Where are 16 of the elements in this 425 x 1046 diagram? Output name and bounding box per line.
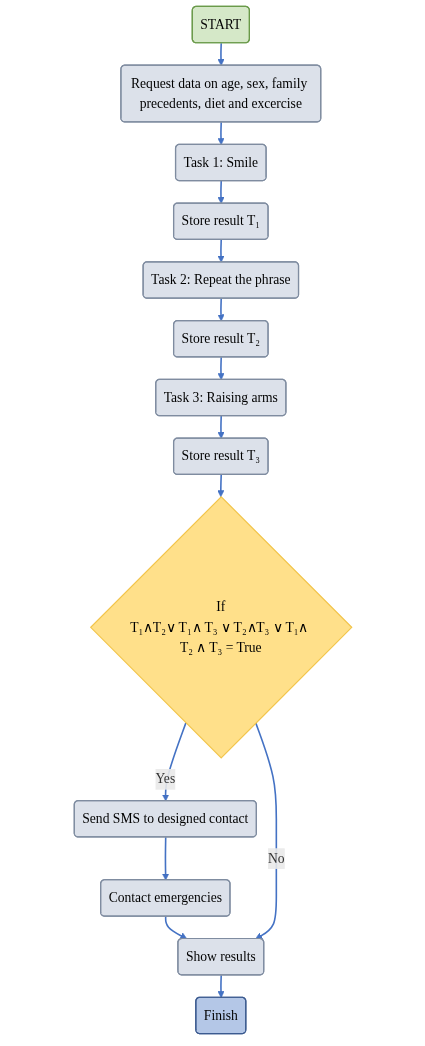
arrow xyxy=(164,915,187,940)
arrow xyxy=(161,722,187,802)
arrow xyxy=(217,297,224,322)
arrow xyxy=(254,722,277,940)
edge-label: Yes xyxy=(154,771,175,787)
arrow xyxy=(216,474,224,498)
arrow xyxy=(217,974,224,998)
arrow xyxy=(217,239,224,263)
arrow xyxy=(161,836,169,881)
arrow xyxy=(217,180,224,204)
edge-label: No xyxy=(267,850,285,866)
arrow xyxy=(217,42,224,66)
arrow xyxy=(217,121,224,145)
node-diamond: If T₁∧T₂∨ T₁∧ T₃ ∨ T₂∧T₃ ∨ T₁∧ T₂ ∧ T₃ = True xyxy=(89,495,353,759)
arrow xyxy=(217,356,224,381)
arrow xyxy=(217,415,224,439)
